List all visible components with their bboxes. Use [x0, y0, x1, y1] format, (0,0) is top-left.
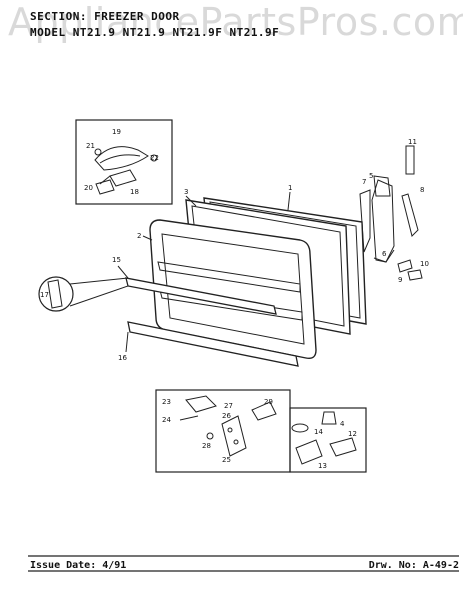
hinge-cover-part-19 [94, 146, 149, 171]
hinge-part-12 [329, 437, 357, 457]
hinge-detail-box [75, 119, 173, 205]
door-shelf-part-15 [125, 277, 277, 315]
label-part-3: 3 [184, 188, 188, 196]
label-part-24: 24 [162, 416, 171, 424]
door-rail-part-16 [127, 321, 299, 367]
label-part-22: 22 [150, 154, 159, 162]
screw-part-21 [94, 148, 102, 156]
label-part-13: 13 [318, 462, 327, 470]
label-part-7: 7 [362, 178, 366, 186]
model-values: NT21.9 NT21.9 NT21.9F NT21.9F [72, 26, 280, 39]
label-part-17: 17 [40, 291, 49, 299]
lower-parts-box-b [289, 407, 367, 473]
bolt-part-24 [179, 415, 199, 421]
label-part-25: 25 [222, 456, 231, 464]
plate-part-25 [221, 415, 247, 457]
cap-part-4 [321, 411, 337, 425]
label-part-19: 19 [112, 128, 121, 136]
section-label: SECTION: [30, 10, 87, 23]
label-part-12: 12 [348, 430, 357, 438]
label-part-20: 20 [84, 184, 93, 192]
label-part-18: 18 [130, 188, 139, 196]
label-part-28: 28 [202, 442, 211, 450]
label-part-1: 1 [288, 184, 292, 192]
label-part-27: 27 [224, 402, 233, 410]
label-part-6: 6 [382, 250, 387, 258]
hinge-part-13 [295, 439, 323, 465]
label-part-5: 5 [369, 172, 373, 180]
label-part-29: 29 [264, 398, 273, 406]
label-part-21: 21 [86, 142, 95, 150]
label-part-15: 15 [112, 256, 121, 264]
bracket-part-18 [109, 169, 137, 187]
label-part-16: 16 [118, 354, 127, 362]
section-value: FREEZER DOOR [94, 10, 180, 23]
label-part-2: 2 [137, 232, 141, 240]
label-part-4: 4 [340, 420, 345, 428]
inner-door-liner-part-2 [149, 219, 317, 360]
model-header: MODEL NT21.9 NT21.9 NT21.9F NT21.9F [30, 26, 279, 39]
hinge-pin-part-7 [359, 189, 371, 253]
bracket-part-23 [185, 395, 217, 413]
drawing-number: Drw. No: A-49-2 [368, 560, 459, 571]
label-part-10: 10 [420, 260, 429, 268]
washer-part-28 [206, 432, 214, 440]
hinge-bracket-part-5 [373, 175, 391, 197]
screw-part-22 [150, 154, 158, 162]
section-header: SECTION: FREEZER DOOR [30, 10, 180, 23]
label-part-11: 11 [408, 138, 417, 146]
label-part-8: 8 [420, 186, 424, 194]
shelf-end-detail-part-17 [38, 276, 74, 312]
hinge-strap-part-8 [401, 193, 419, 237]
spacer-part-10 [407, 269, 423, 281]
label-part-14: 14 [314, 428, 323, 436]
model-label: MODEL [30, 26, 66, 39]
label-part-26: 26 [222, 412, 231, 420]
label-part-23: 23 [162, 398, 171, 406]
cam-part-9 [397, 259, 413, 273]
handle-part-11 [405, 145, 415, 175]
label-part-9: 9 [398, 276, 402, 284]
button-part-14 [291, 423, 309, 433]
bracket-part-20 [95, 179, 115, 195]
pad-part-29 [251, 401, 277, 421]
issue-date: Issue Date: 4/91 [30, 560, 127, 571]
